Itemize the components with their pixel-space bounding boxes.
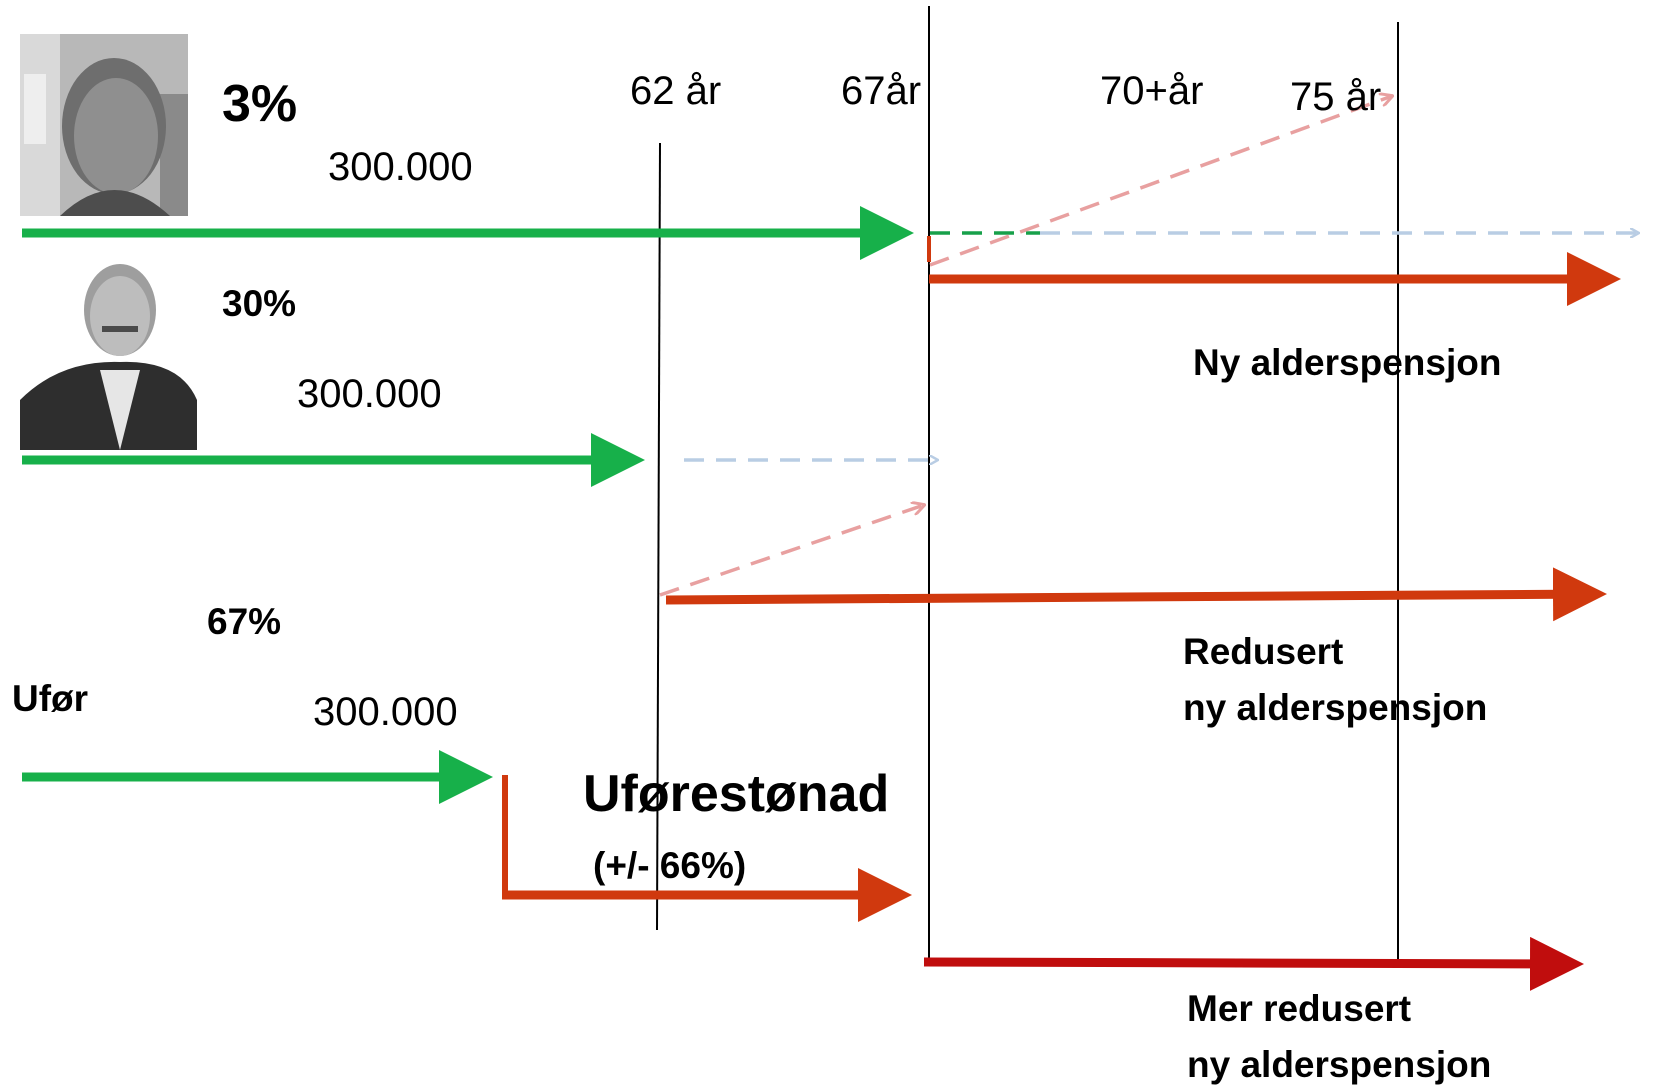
group2-dashed-pink-arrow xyxy=(659,505,924,597)
group1-dashed-pink-arrow xyxy=(929,96,1392,267)
new-pension-label: Ny alderspensjon xyxy=(1193,342,1502,383)
more-reduced-pension-label-line2: ny alderspensjon xyxy=(1187,1044,1492,1085)
group3-income: 300.000 xyxy=(313,690,458,734)
group3-label: Ufør xyxy=(12,678,89,719)
disability-benefit-title: Uførestønad xyxy=(583,765,890,823)
reduced-pension-label-line1: Redusert xyxy=(1183,631,1344,672)
age-label-67: 67år xyxy=(841,69,922,113)
group2-share: 30% xyxy=(222,283,297,324)
group3-share: 67% xyxy=(207,601,282,642)
reduced-pension-label-line2: ny alderspensjon xyxy=(1183,687,1488,728)
group1-income: 300.000 xyxy=(328,145,473,189)
group1-share: 3% xyxy=(222,75,298,133)
disability-benefit-rate: (+/- 66%) xyxy=(593,845,747,886)
reduced-pension-arrow xyxy=(665,567,1607,622)
group2-income: 300.000 xyxy=(297,372,442,416)
more-reduced-pension-label-line1: Mer redusert xyxy=(1187,988,1412,1029)
portrait-photo-1 xyxy=(20,34,188,216)
age-label-70: 70+år xyxy=(1100,69,1204,113)
vline-62 xyxy=(656,142,661,931)
age-label-62: 62 år xyxy=(630,69,722,113)
age-label-75: 75 år xyxy=(1290,75,1382,119)
portrait-photo-2 xyxy=(20,250,197,450)
more-reduced-pension-arrow xyxy=(923,936,1584,991)
